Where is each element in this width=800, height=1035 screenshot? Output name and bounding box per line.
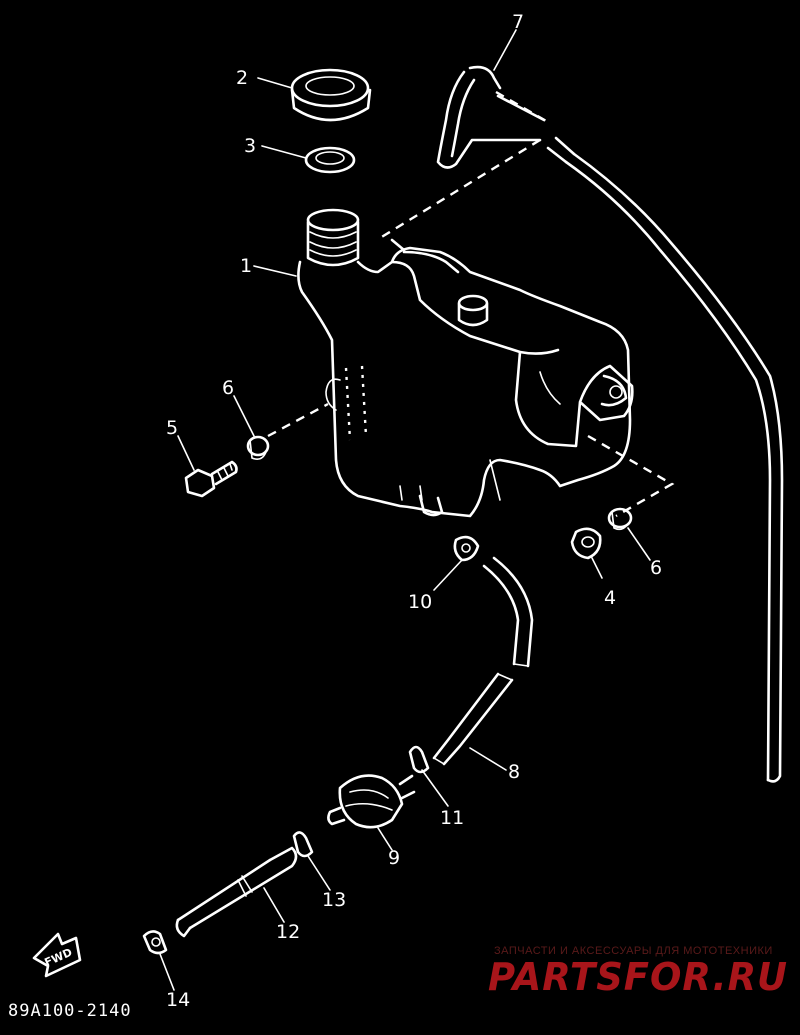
assembly-guide-lines (267, 90, 675, 518)
hose-clip-lower (292, 831, 314, 858)
oil-hose (432, 556, 534, 766)
leader-lines (159, 29, 651, 991)
watermark: ЗАПЧАСТИ И АКСЕССУАРЫ ДЛЯ МОТОТЕХНИКИ PA… (488, 945, 788, 999)
hose-clip-upper (408, 745, 430, 774)
breather-hose (436, 65, 784, 783)
outlet-fitting (418, 494, 480, 562)
callout-6-right: 6 (650, 557, 662, 579)
callout-2: 2 (236, 67, 248, 89)
watermark-logo: PARTSFOR.RU (488, 955, 788, 999)
callout-7: 7 (512, 11, 524, 33)
forward-arrow-icon: FWD (32, 932, 82, 978)
collar-right (607, 507, 633, 531)
callout-4: 4 (604, 587, 616, 609)
collar-left (246, 435, 270, 460)
short-hose (175, 846, 298, 938)
callout-6-left: 6 (222, 377, 234, 399)
watermark-tagline: ЗАПЧАСТИ И АКСЕССУАРЫ ДЛЯ МОТОТЕХНИКИ (494, 945, 773, 957)
callout-5: 5 (166, 417, 178, 439)
diagram-code: 89A100-2140 (8, 1001, 132, 1021)
callout-8: 8 (508, 761, 520, 783)
mount-bolt (184, 460, 238, 498)
callout-1: 1 (240, 255, 252, 277)
tank-cap (290, 68, 372, 122)
callout-10: 10 (408, 591, 432, 613)
cap-gasket (304, 146, 356, 174)
callout-11: 11 (440, 807, 464, 829)
callout-3: 3 (244, 135, 256, 157)
oil-filter (327, 774, 416, 829)
callout-14: 14 (166, 989, 190, 1011)
oil-tank (297, 208, 634, 518)
callout-13: 13 (322, 889, 346, 911)
end-clamp (142, 930, 168, 955)
callout-12: 12 (276, 921, 300, 943)
grommet (570, 527, 602, 560)
callout-9: 9 (388, 847, 400, 869)
